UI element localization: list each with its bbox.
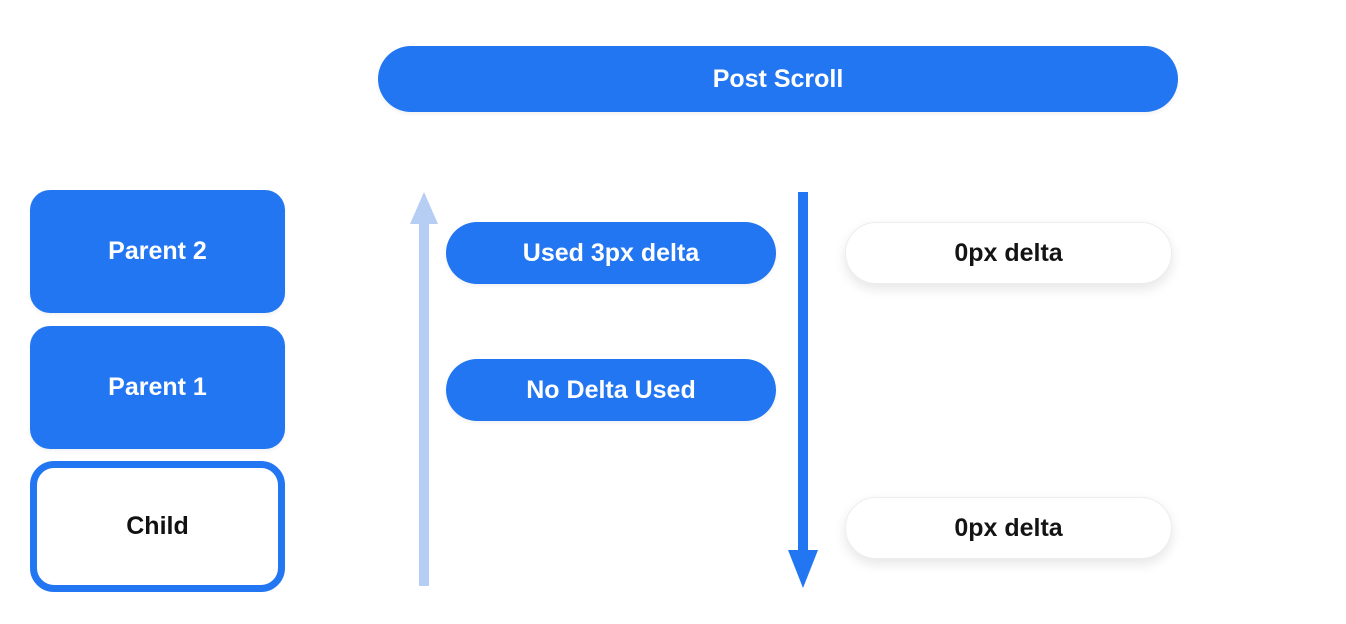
post-scroll-header: Post Scroll <box>378 46 1178 112</box>
parent-2-label: Parent 2 <box>108 237 207 265</box>
zero-delta-top-pill: 0px delta <box>845 222 1172 284</box>
parent-1-box: Parent 1 <box>30 326 285 449</box>
zero-delta-bottom-label: 0px delta <box>954 513 1063 542</box>
child-box: Child <box>30 461 285 592</box>
parent-2-box: Parent 2 <box>30 190 285 313</box>
used-delta-label: Used 3px delta <box>522 238 700 267</box>
used-delta-pill: Used 3px delta <box>446 222 776 284</box>
no-delta-label: No Delta Used <box>526 375 696 404</box>
zero-delta-bottom-pill: 0px delta <box>845 497 1172 559</box>
child-label: Child <box>126 512 189 540</box>
no-delta-pill: No Delta Used <box>446 359 776 421</box>
down-arrow-icon <box>788 192 818 588</box>
post-scroll-header-label: Post Scroll <box>712 64 844 93</box>
up-arrow-icon <box>410 192 438 586</box>
parent-1-label: Parent 1 <box>108 373 207 401</box>
zero-delta-top-label: 0px delta <box>954 238 1063 267</box>
